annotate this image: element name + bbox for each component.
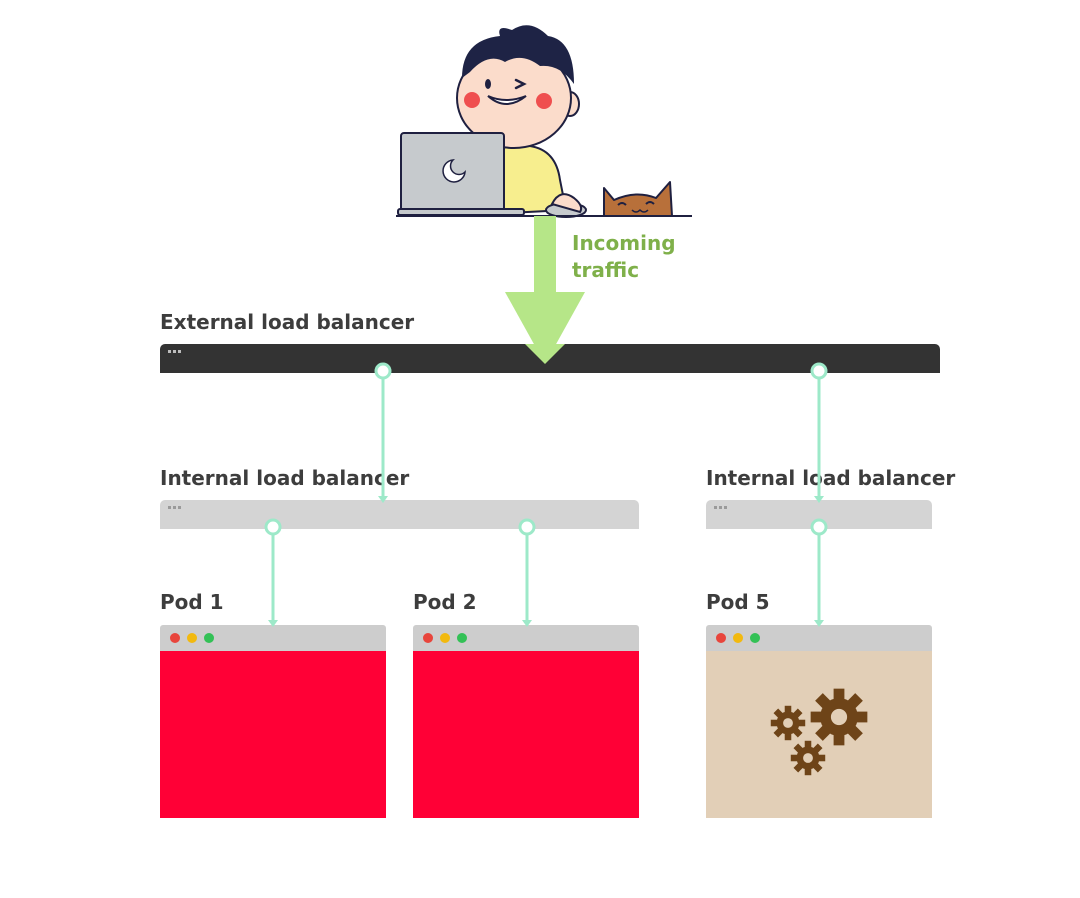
window-minimize-dot bbox=[440, 633, 450, 643]
cat-mouth bbox=[631, 208, 649, 213]
window-close-dot bbox=[423, 633, 433, 643]
pod-1-body bbox=[160, 651, 386, 818]
internal-lb-label-1: Internal load balancer bbox=[160, 466, 410, 490]
cat-eye-right bbox=[645, 201, 655, 205]
person-eye-left bbox=[485, 79, 491, 89]
pod-5-body bbox=[706, 651, 932, 818]
window-titlebar bbox=[413, 625, 639, 651]
pod-2-window bbox=[413, 625, 639, 818]
window-titlebar bbox=[706, 625, 932, 651]
internal-lb-label-2: Internal load balancer bbox=[706, 466, 956, 490]
pod-1-window bbox=[160, 625, 386, 818]
bar-grip-icon bbox=[168, 350, 181, 353]
external-lb-label: External load balancer bbox=[160, 310, 415, 334]
person-hair bbox=[462, 25, 574, 84]
person-mouth bbox=[487, 95, 527, 105]
pod-2-label: Pod 2 bbox=[413, 590, 477, 614]
person-hand bbox=[550, 193, 583, 214]
window-close-dot bbox=[170, 633, 180, 643]
bar-grip-icon bbox=[168, 506, 181, 509]
pod-2-body bbox=[413, 651, 639, 818]
window-minimize-dot bbox=[187, 633, 197, 643]
window-titlebar bbox=[160, 625, 386, 651]
window-maximize-dot bbox=[750, 633, 760, 643]
bar-grip-icon bbox=[714, 506, 727, 509]
window-maximize-dot bbox=[457, 633, 467, 643]
apple-logo-icon bbox=[442, 159, 466, 183]
pod-1-label: Pod 1 bbox=[160, 590, 224, 614]
window-close-dot bbox=[716, 633, 726, 643]
person-eye-right-wink bbox=[514, 78, 527, 90]
window-minimize-dot bbox=[733, 633, 743, 643]
internal-load-balancer-1 bbox=[160, 500, 639, 529]
pod-5-label: Pod 5 bbox=[706, 590, 770, 614]
person-cheek-left bbox=[464, 92, 480, 108]
cat-eye-left bbox=[617, 202, 627, 206]
cat-head bbox=[603, 181, 673, 217]
pod-5-window bbox=[706, 625, 932, 818]
person-cheek-right bbox=[536, 93, 552, 109]
window-maximize-dot bbox=[204, 633, 214, 643]
incoming-traffic-label: Incoming traffic bbox=[572, 231, 676, 282]
